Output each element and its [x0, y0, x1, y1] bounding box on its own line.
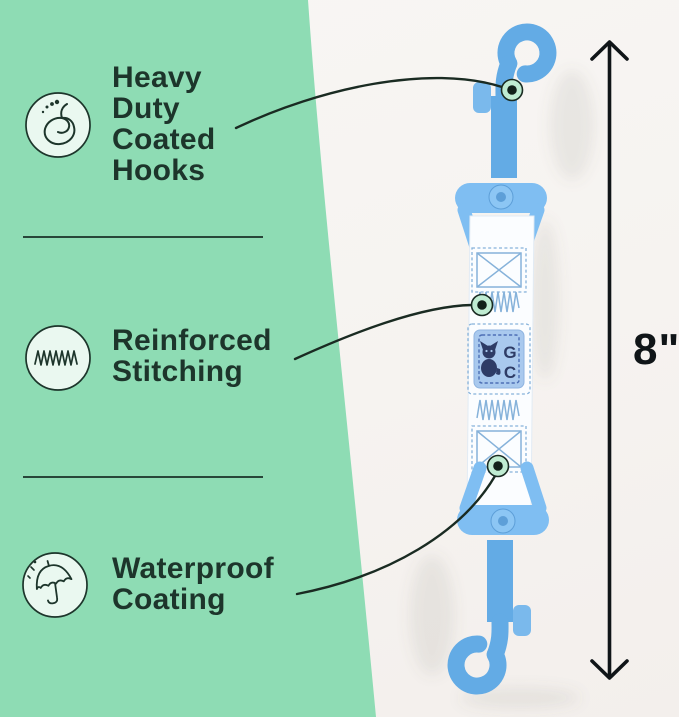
feature-hooks: Heavy Duty Coated Hooks [112, 62, 215, 186]
feature-coating-line-1: Waterproof [112, 552, 274, 585]
callout-line-hooks [234, 76, 504, 130]
divider-2 [23, 476, 263, 478]
arrow-head-down [590, 659, 629, 680]
hook-curl [497, 23, 557, 83]
arrow-head-up [590, 40, 629, 61]
zigzag-stitch-lower [476, 399, 520, 421]
dimension-arrow [590, 40, 629, 680]
measurement-label: 8" [633, 325, 679, 374]
feature-hooks-line-3: Coated [112, 123, 216, 156]
feature-hooks-line-2: Duty [112, 92, 180, 125]
callout-dot-coating [486, 454, 510, 478]
patch-letter-g: G [503, 343, 516, 362]
umbrella-icon [22, 552, 88, 618]
box-stitch-upper [471, 247, 527, 293]
feature-coating-line-2: Coating [112, 583, 226, 616]
callout-dot-stitching [470, 293, 494, 317]
feature-hooks-line-1: Heavy [112, 61, 202, 94]
cat-logo [480, 341, 501, 377]
callout-line-stitching [293, 303, 474, 361]
feature-coating: Waterproof Coating [112, 553, 274, 615]
photo-shadows [410, 70, 594, 708]
stitching-icon [25, 325, 91, 391]
feature-stitching-line-2: Stitching [112, 355, 244, 388]
callout-line-coating [295, 474, 497, 596]
callouts [234, 76, 524, 596]
feature-hooks-line-4: Hooks [112, 154, 206, 187]
swivel-pin [496, 192, 506, 202]
brand-patch: G C [467, 323, 531, 395]
green-panel-background [0, 0, 376, 717]
patch-letter-c: C [504, 363, 516, 382]
feature-stitching: Reinforced Stitching [112, 325, 272, 387]
callout-dot-hooks [500, 78, 524, 102]
hook-gate [473, 82, 491, 113]
product-photo: G C [456, 23, 557, 686]
divider-1 [23, 236, 263, 238]
feature-stitching-line-1: Reinforced [112, 324, 272, 357]
snap-hook-icon [25, 92, 91, 158]
